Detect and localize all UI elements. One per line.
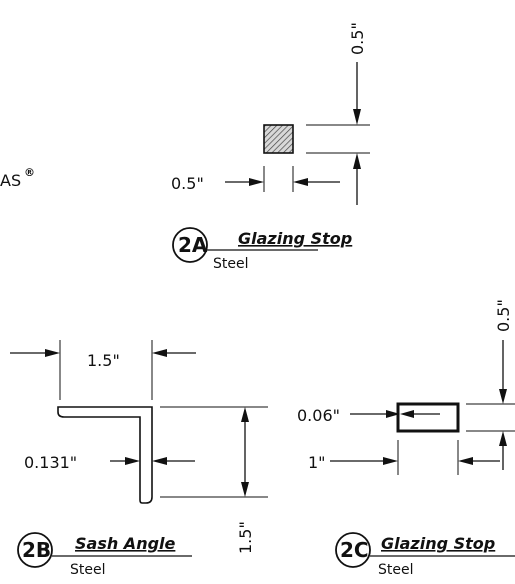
- detail-id-2b: 2B: [22, 538, 51, 562]
- wall-dimension-2c: 0.06": [297, 406, 440, 425]
- detail-callout-2c: 2C Glazing Stop Steel: [335, 532, 515, 578]
- thickness-dimension-2b: 0.131": [24, 453, 195, 472]
- height-label-2b: 1.5": [236, 521, 255, 554]
- height-dimension-2b: 1.5": [160, 406, 268, 554]
- brand-text: AS: [0, 171, 21, 190]
- detail-callout-2a: 2A Glazing Stop Steel: [172, 227, 352, 272]
- width-label-2a: 0.5": [171, 174, 204, 193]
- detail-id-2c: 2C: [340, 538, 369, 562]
- detail-title-2b: Sash Angle: [75, 534, 176, 553]
- detail-material-2c: Steel: [378, 562, 414, 578]
- detail-2c: 0.06" 0.5" 1" 2C Glazing Stop: [297, 299, 515, 578]
- detail-title-2a: Glazing Stop: [238, 229, 352, 248]
- detail-material-2b: Steel: [70, 562, 106, 578]
- glazing-stop-section-2c: [396, 402, 460, 433]
- sash-angle-section-2b: [57, 406, 153, 504]
- height-label-2a: 0.5": [348, 22, 367, 55]
- glazing-stop-section-2a: [263, 124, 294, 154]
- wall-label-2c: 0.06": [297, 406, 340, 425]
- width-dimension-2b: 1.5": [10, 340, 196, 400]
- width-label-2b: 1.5": [87, 351, 120, 370]
- detail-2b: 1.5" 0.131" 1.5" 2B Sash Angle Steel: [10, 340, 268, 578]
- detail-callout-2b: 2B Sash Angle Steel: [17, 532, 192, 578]
- width-dimension-2a: 0.5": [171, 166, 340, 193]
- thickness-label-2b: 0.131": [24, 453, 77, 472]
- width-dimension-2c: 1": [308, 440, 500, 475]
- detail-id-2a: 2A: [178, 233, 208, 257]
- height-dimension-2a: 0.5": [306, 22, 370, 205]
- height-dimension-2c: 0.5": [466, 299, 515, 470]
- detail-title-2c: Glazing Stop: [381, 534, 495, 553]
- registered-mark: ®: [24, 166, 35, 179]
- detail-2a: 0.5" 0.5" 2A Glazing Stop Steel: [171, 22, 370, 272]
- width-label-2c: 1": [308, 453, 326, 472]
- detail-material-2a: Steel: [213, 256, 249, 272]
- brand-mark: AS ®: [0, 166, 35, 190]
- height-label-2c: 0.5": [494, 299, 513, 332]
